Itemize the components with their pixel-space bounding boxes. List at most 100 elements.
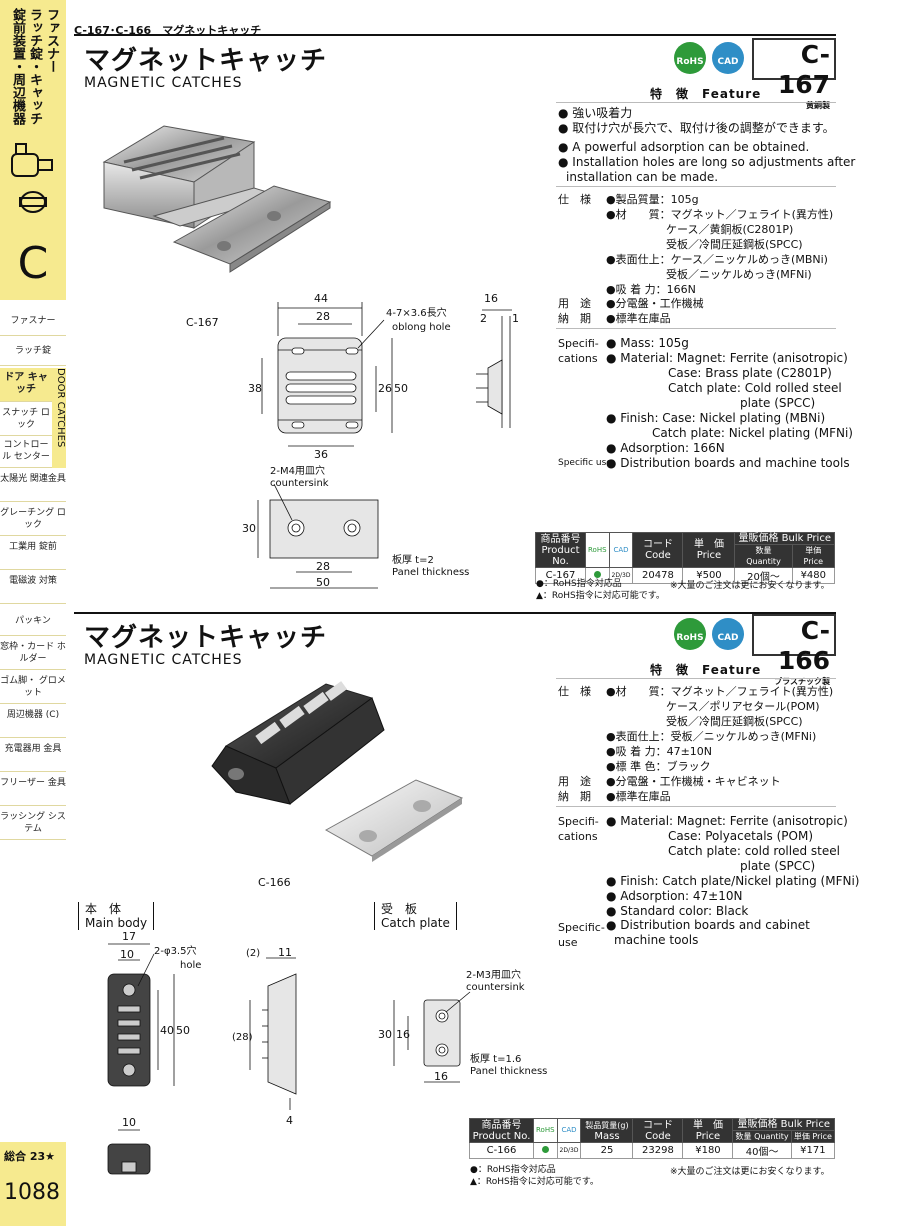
product2-spec-label: 仕 様 xyxy=(558,685,591,698)
product2-use-label-en: Specific- use xyxy=(558,921,605,949)
thickness-note-en: Panel thickness xyxy=(392,567,469,578)
dim-10b: 10 xyxy=(122,1116,136,1129)
sidebar-category-1: ファスナー xyxy=(44,8,59,73)
product2-code-box: C-166 プラスチック製 xyxy=(752,614,836,686)
dim-11: 11 xyxy=(278,946,292,959)
sidebar-item-emi[interactable]: 電磁波 対策 xyxy=(0,572,66,604)
th-qty: 数量 Quantity xyxy=(734,544,793,568)
hole-note-en: oblong hole xyxy=(392,322,451,333)
dim-44: 44 xyxy=(314,292,328,305)
product1-specs-jp: ●製品質量：105g ●材 質：マグネット／フェライト(異方性) ケース／黄銅板… xyxy=(606,193,834,296)
dim-16: 16 xyxy=(484,292,498,305)
product1-title-en: MAGNETIC CATCHES xyxy=(84,75,243,91)
sidebar-item-door-catch[interactable]: ドア キャッチ xyxy=(0,368,52,402)
product2-notes: ●：RoHS指令対応品 ▲：RoHS指令に対応可能です。 xyxy=(470,1165,599,1187)
product2-image-label: C-166 xyxy=(258,876,291,889)
countersink-note-en: countersink xyxy=(466,982,525,993)
cad-badge-icon[interactable]: CAD xyxy=(712,618,744,650)
sidebar-item-rubber-feet[interactable]: ゴム脚・ グロメット xyxy=(0,672,66,704)
sidebar-category-block: ファスナー ラッチ錠・キャッチ 錠前装置・周辺機器 C xyxy=(0,0,66,300)
th-rohs: RoHS xyxy=(585,532,610,568)
rohs-compliant-icon xyxy=(541,1146,549,1153)
product2-drawing: 17 10 2-φ3.5穴 hole 40 50 (2) 11 (28) 4 2… xyxy=(107,930,547,1175)
dim-4: 4 xyxy=(286,1114,293,1127)
product1-use-label-en: Specific use xyxy=(558,458,612,468)
sidebar-item-industrial-lock[interactable]: 工業用 錠前 xyxy=(0,538,66,570)
table-row: C-167 2D/3D 20478 ¥500 20個～ ¥480 xyxy=(535,567,836,584)
product1-specs-en: ● Mass: 105g ● Material: Magnet: Ferrite… xyxy=(606,336,853,455)
th-unit: 単価 Price xyxy=(791,544,836,568)
sidebar-item-charger[interactable]: 充電器用 金具 xyxy=(0,740,66,772)
page-number: 1088 xyxy=(4,1180,60,1205)
product1-photo xyxy=(102,125,332,273)
product1-features-en: ● A powerful adsorption can be obtained.… xyxy=(558,140,856,184)
countersink-note: 2-M3用皿穴 xyxy=(466,968,521,981)
product2-delivery-label: 納 期 xyxy=(558,790,591,803)
thickness-note: 板厚 t=2 xyxy=(392,553,434,566)
rohs-compliant-icon xyxy=(593,571,601,578)
dim-36: 36 xyxy=(314,448,328,461)
page-footer-block: 総合 23★ 1088 xyxy=(0,1142,66,1226)
feature-item: ● 強い吸着力 xyxy=(558,106,633,120)
product1-use: ●分電盤・工作機械 xyxy=(606,297,704,310)
sidebar-item-lashing[interactable]: ラッシング システム xyxy=(0,808,66,840)
dim-38: 38 xyxy=(248,382,262,395)
product1-features-jp: ● 強い吸着力 ● 取付け穴が長穴で、取付け後の調整ができます。 xyxy=(558,106,835,136)
sidebar-item-solar[interactable]: 太陽光 関連金具 xyxy=(0,470,66,502)
sidebar-item-window-frame[interactable]: 窓枠・カード ホルダー xyxy=(0,638,66,670)
th-bulk: 量販価格 Bulk Price xyxy=(732,1118,835,1131)
dim-2: 2 xyxy=(480,312,487,325)
dim-28p: (28) xyxy=(232,1032,253,1043)
sidebar-item-control-center[interactable]: コントロール センター xyxy=(0,436,52,468)
sidebar-vertical-title: DOOR CATCHES xyxy=(52,368,66,468)
sidebar-item-freezer[interactable]: フリーザー 金具 xyxy=(0,774,66,806)
dim-28-top: 28 xyxy=(316,310,330,323)
countersink-note: 2-M4用皿穴 xyxy=(270,464,325,477)
countersink-note-en: countersink xyxy=(270,478,329,489)
dim-26: 26 xyxy=(378,382,392,395)
sidebar-item-fastener[interactable]: ファスナー xyxy=(0,306,66,336)
product2-spec-label-en: Specifi- cations xyxy=(558,815,599,843)
product1-use-label: 用 途 xyxy=(558,297,591,310)
product1-material-note: 黄銅製 xyxy=(806,101,830,110)
product2-use-en: ● Distribution boards and cabinet machin… xyxy=(606,918,810,947)
sidebar-letter: C xyxy=(17,238,49,289)
sidebar-item-grating-lock[interactable]: グレーチング ロック xyxy=(0,504,66,536)
hole-note-en: hole xyxy=(180,960,201,971)
dim-50-side: 50 xyxy=(394,382,408,395)
hole-note: 4-7×3.6長穴 xyxy=(386,306,447,319)
sidebar-item-packing[interactable]: パッキン xyxy=(0,606,66,636)
dim-16v: 16 xyxy=(396,1028,410,1041)
product2-specs-jp: ●材 質：マグネット／フェライト(異方性) ケース／ポリアセタール(POM) 受… xyxy=(606,685,834,773)
th-mass: 製品質量(g)Mass xyxy=(580,1118,634,1143)
sidebar-category-2: ラッチ錠・キャッチ xyxy=(27,8,42,125)
sidebar-item-peripheral[interactable]: 周辺機器 (C) xyxy=(0,706,66,738)
product1-notes: ●：RoHS指令対応品 ▲：RoHS指令に対応可能です。 xyxy=(536,579,665,601)
product2-photo xyxy=(211,681,464,862)
product1-drawing: 44 28 4-7×3.6長穴 oblong hole 38 26 50 36 … xyxy=(242,292,519,589)
product1-use-en: ● Distribution boards and machine tools xyxy=(606,456,850,470)
sidebar-item-snatch-lock[interactable]: スナッチ ロック xyxy=(0,404,52,436)
product2-feature-heading: 特 徴 Feature xyxy=(650,663,762,677)
th-cad: CAD xyxy=(608,532,634,568)
dim-30: 30 xyxy=(378,1028,392,1041)
feature-item: ● 取付け穴が長穴で、取付け後の調整ができます。 xyxy=(558,121,835,135)
sidebar-category-3: 錠前装置・周辺機器 xyxy=(10,8,25,125)
page-reference: 総合 23★ xyxy=(4,1150,55,1163)
thickness-note: 板厚 t=1.6 xyxy=(470,1052,521,1065)
cad-badge-icon[interactable]: CAD xyxy=(712,42,744,74)
product1-code-box: C-167 黄銅製 xyxy=(752,38,836,110)
lock-icon xyxy=(11,143,53,213)
product1-feature-heading: 特 徴 Feature xyxy=(650,87,762,101)
thickness-note-en: Panel thickness xyxy=(470,1066,547,1077)
dim-16h: 16 xyxy=(434,1070,448,1083)
product2-note-right: ※大量のご注文は更にお安くなります。 xyxy=(670,1167,830,1177)
sidebar-item-latch[interactable]: ラッチ錠 xyxy=(0,336,66,366)
rohs-badge-icon: RoHS xyxy=(674,618,706,650)
